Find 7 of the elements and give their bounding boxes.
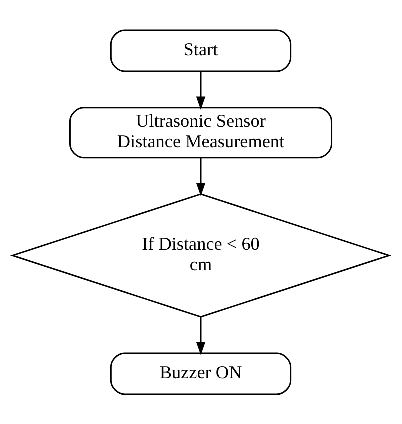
arrow: [196, 158, 206, 196]
arrow: [196, 316, 206, 355]
node-box: Ultrasonic Sensor Distance Measurement: [69, 106, 333, 158]
node-box: Buzzer ON: [110, 352, 292, 395]
node-box: Start: [110, 29, 292, 72]
node-diamond: If Distance < 60 cm: [10, 193, 392, 318]
arrow: [196, 71, 206, 110]
